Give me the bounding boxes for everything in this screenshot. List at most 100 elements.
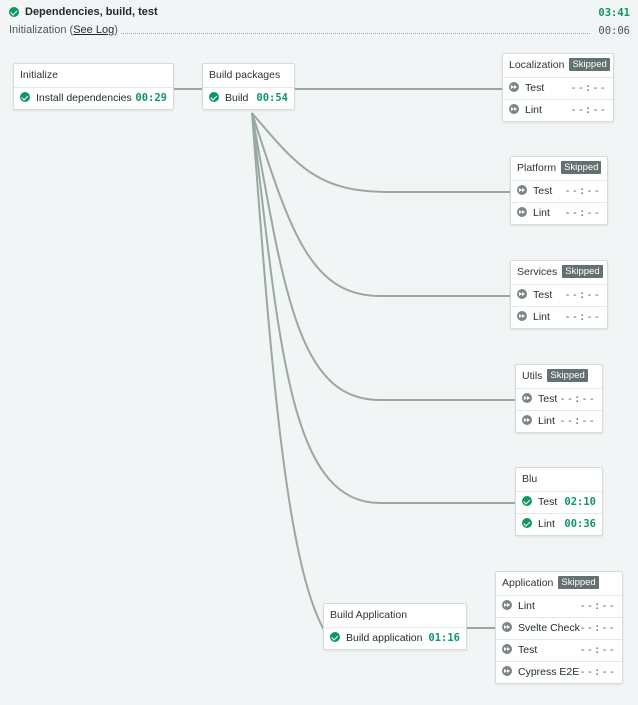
- job-name: Test: [518, 644, 538, 656]
- block-platform[interactable]: Platform Skipped Test --:-- Lint --:--: [510, 156, 608, 225]
- initialization-row: Initialization (See Log) 00:06: [9, 24, 630, 38]
- skipped-icon: [522, 393, 532, 404]
- passed-check-icon: [20, 92, 30, 103]
- skipped-icon: [517, 311, 527, 322]
- job-test[interactable]: Test --:--: [496, 640, 622, 662]
- skipped-icon: [517, 289, 527, 300]
- job-build[interactable]: Build 00:54: [203, 88, 294, 109]
- block-localization[interactable]: Localization Skipped Test --:-- Lint --:-…: [502, 53, 614, 122]
- initialization-duration: 00:06: [598, 25, 630, 37]
- job-lint[interactable]: Lint --:--: [516, 411, 602, 432]
- pipeline-title: Dependencies, build, test: [25, 6, 158, 18]
- block-header: Utils Skipped: [516, 365, 602, 389]
- job-lint[interactable]: Lint --:--: [511, 307, 607, 328]
- initialization-text: Initialization (See Log): [9, 24, 121, 36]
- job-time: 02:10: [564, 496, 596, 508]
- pipeline-header: Dependencies, build, test 03:41: [9, 5, 630, 21]
- job-test[interactable]: Test --:--: [503, 78, 613, 100]
- job-cypress-e2e[interactable]: Cypress E2E --:--: [496, 662, 622, 683]
- job-name: Test: [533, 289, 553, 301]
- connector-build-services: [251, 112, 511, 297]
- block-header: Application Skipped: [496, 572, 622, 596]
- job-time: --:--: [559, 393, 596, 405]
- block-title: Localization: [509, 59, 565, 71]
- job-test[interactable]: Test --:--: [511, 285, 607, 307]
- block-title: Utils: [522, 370, 543, 382]
- dotted-leader: [109, 33, 590, 34]
- skipped-badge: Skipped: [569, 57, 610, 71]
- job-name: Test: [538, 393, 558, 405]
- skipped-badge: Skipped: [558, 575, 599, 589]
- passed-check-icon: [522, 496, 532, 507]
- job-lint[interactable]: Lint --:--: [496, 596, 622, 618]
- skipped-icon: [509, 104, 519, 115]
- job-name: Lint: [538, 415, 555, 427]
- block-application[interactable]: Application Skipped Lint --:-- Svelte Che…: [495, 571, 623, 684]
- job-name: Lint: [533, 311, 550, 323]
- skipped-icon: [522, 415, 532, 426]
- job-time: --:--: [559, 415, 596, 427]
- skipped-icon: [502, 644, 512, 655]
- passed-check-icon: [9, 7, 19, 17]
- block-utils[interactable]: Utils Skipped Test --:-- Lint --:--: [515, 364, 603, 433]
- job-time: --:--: [564, 185, 601, 197]
- job-svelte-check[interactable]: Svelte Check --:--: [496, 618, 622, 640]
- passed-check-icon: [209, 92, 219, 103]
- block-title: Blu: [516, 468, 602, 492]
- skipped-badge: Skipped: [547, 368, 588, 382]
- skipped-icon: [502, 600, 512, 611]
- job-time: --:--: [564, 311, 601, 323]
- initialization-label: Initialization: [9, 24, 67, 36]
- block-title: Platform: [517, 162, 557, 174]
- skipped-icon: [502, 622, 512, 633]
- job-name: Lint: [538, 518, 555, 530]
- job-time: --:--: [570, 104, 607, 116]
- job-time: 00:54: [256, 92, 288, 104]
- job-name: Test: [525, 82, 545, 94]
- job-lint[interactable]: Lint --:--: [511, 203, 607, 224]
- see-log-link[interactable]: See Log: [73, 24, 115, 36]
- block-build-packages[interactable]: Build packages Build 00:54: [202, 63, 295, 110]
- job-time: --:--: [570, 82, 607, 94]
- block-header: Platform Skipped: [511, 157, 607, 181]
- job-name: Lint: [518, 600, 535, 612]
- job-name: Lint: [525, 104, 542, 116]
- job-test[interactable]: Test 02:10: [516, 492, 602, 514]
- block-title: Build packages: [203, 64, 294, 88]
- connector-build-utils: [251, 112, 516, 401]
- job-install-dependencies[interactable]: Install dependencies 00:29: [14, 88, 173, 109]
- job-name: Cypress E2E: [518, 666, 580, 678]
- job-time: 00:36: [564, 518, 596, 530]
- job-time: --:--: [564, 289, 601, 301]
- block-services[interactable]: Services Skipped Test --:-- Lint --:--: [510, 260, 608, 329]
- block-blu[interactable]: Blu Test 02:10 Lint 00:36: [515, 467, 603, 536]
- connector-build-platform: [251, 112, 511, 193]
- block-build-application[interactable]: Build Application Build application 01:1…: [323, 603, 467, 650]
- skipped-icon: [517, 185, 527, 196]
- job-name: Install dependencies: [36, 92, 132, 104]
- block-header: Services Skipped: [511, 261, 607, 285]
- job-name: Build: [225, 92, 249, 104]
- job-time: --:--: [579, 644, 616, 656]
- block-title: Services: [517, 266, 558, 278]
- block-header: Localization Skipped: [503, 54, 613, 78]
- job-lint[interactable]: Lint --:--: [503, 100, 613, 121]
- job-name: Lint: [533, 207, 550, 219]
- job-name: Build application: [346, 632, 423, 644]
- block-title: Application: [502, 577, 554, 589]
- skipped-badge: Skipped: [562, 264, 603, 278]
- passed-check-icon: [330, 632, 340, 643]
- job-test[interactable]: Test --:--: [516, 389, 602, 411]
- block-initialize[interactable]: Initialize Install dependencies 00:29: [13, 63, 174, 110]
- skipped-badge: Skipped: [561, 160, 602, 174]
- job-lint[interactable]: Lint 00:36: [516, 514, 602, 535]
- job-time: 00:29: [135, 92, 167, 104]
- job-name: Test: [538, 496, 558, 508]
- job-time: --:--: [564, 207, 601, 219]
- skipped-icon: [517, 207, 527, 218]
- open-paren: (: [69, 24, 74, 36]
- job-build-application[interactable]: Build application 01:16: [324, 628, 466, 649]
- job-time: 01:16: [428, 632, 460, 644]
- job-test[interactable]: Test --:--: [511, 181, 607, 203]
